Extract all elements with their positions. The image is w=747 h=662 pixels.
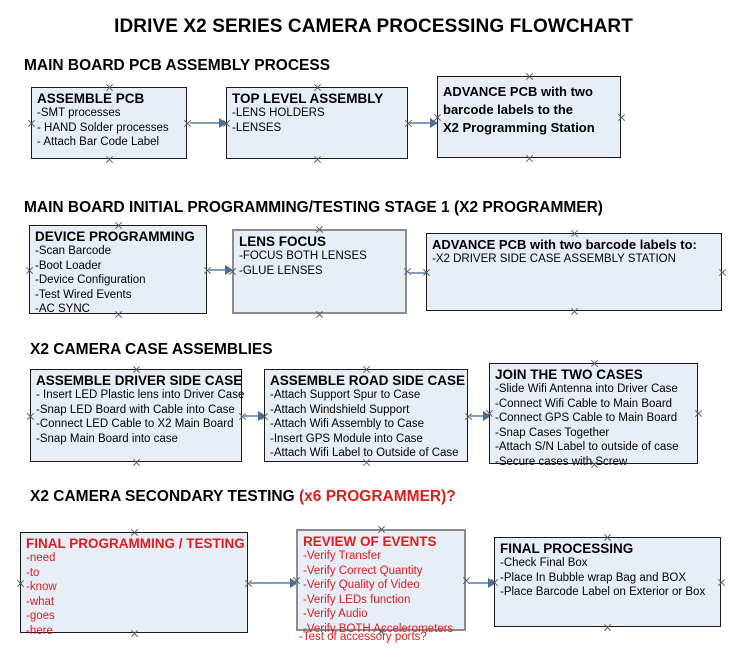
- node-line: -Verify Audio: [303, 608, 368, 620]
- node-top-level-assembly[interactable]: TOP LEVEL ASSEMBLY -LENS HOLDERS -LENSES: [226, 87, 408, 159]
- node-line: -Verify LEDs function: [303, 593, 411, 606]
- section-header-main-board-initial-programming: MAIN BOARD INITIAL PROGRAMMING/TESTING S…: [24, 199, 603, 217]
- section-header-label: X2 CAMERA CASE ASSEMBLIES: [30, 341, 273, 358]
- node-line: -LENS HOLDERS: [232, 107, 325, 119]
- arrow-road-side-case-to-join-the-two-cases: [470, 411, 491, 421]
- arrow-assemble-pcb-to-top-level-assembly: [190, 118, 227, 128]
- section-header-label: MAIN BOARD INITIAL PROGRAMMING/TESTING S…: [24, 199, 603, 216]
- node-line: barcode labels to the: [443, 102, 574, 117]
- node-line: -Secure cases with Screw: [495, 455, 628, 468]
- arrow-shaft: [410, 122, 431, 124]
- node-title: LENS FOCUS: [239, 234, 327, 249]
- section-header-x2-camera-secondary-testing: X2 CAMERA SECONDARY TESTING (x6 PROGRAMM…: [30, 488, 456, 506]
- section-header-accent: (x6 PROGRAMMER)?: [299, 488, 456, 505]
- node-line: -Scan Barcode: [35, 245, 112, 257]
- node-device-programming[interactable]: DEVICE PROGRAMMING -Scan Barcode -Boot L…: [29, 225, 207, 315]
- arrow-driver-side-case-to-road-side-case: [244, 411, 266, 421]
- section-header-label: X2 CAMERA SECONDARY TESTING: [30, 488, 299, 505]
- node-title: REVIEW OF EVENTS: [303, 534, 437, 549]
- node-title: ASSEMBLE DRIVER SIDE CASE: [36, 373, 243, 388]
- arrow-final-programming-to-review-of-events: [250, 578, 298, 588]
- node-advance-pcb-driver-side-case[interactable]: ADVANCE PCB with two barcode labels to: …: [426, 233, 722, 311]
- arrow-shaft: [468, 582, 489, 584]
- node-join-the-two-cases[interactable]: JOIN THE TWO CASES -Slide Wifi Antenna i…: [489, 363, 698, 468]
- node-line: -Slide Wifi Antenna into Driver Case: [495, 383, 678, 395]
- node-review-of-events[interactable]: REVIEW OF EVENTS -Verify Transfer -Verif…: [296, 529, 466, 635]
- node-line: -Connect Wifi Cable to Main Board: [495, 397, 673, 410]
- node-line: -Attach Support Spur to Case: [270, 389, 421, 401]
- node-line: -Snap Main Board into case: [36, 432, 178, 445]
- section-header-x2-camera-case-assemblies: X2 CAMERA CASE ASSEMBLIES: [30, 341, 273, 359]
- section-header-label: MAIN BOARD PCB ASSEMBLY PROCESS: [24, 57, 331, 74]
- node-title: FINAL PROCESSING: [500, 541, 634, 556]
- node-assemble-pcb[interactable]: ASSEMBLE PCB -SMT processes - HAND Solde…: [31, 87, 187, 159]
- node-line: -AC SYNC: [35, 303, 90, 315]
- node-line: -Insert GPS Module into Case: [270, 432, 423, 445]
- node-line: -Attach S/N Label to outside of case: [495, 441, 679, 453]
- node-line: -know: [26, 581, 57, 593]
- node-overflow-line-review-of-events: -Test of accessory ports?: [299, 631, 427, 643]
- arrow-top-level-assembly-to-advance-pcb: [410, 118, 438, 128]
- node-line: -here: [26, 624, 53, 637]
- node-line: -Check Final Box: [500, 557, 588, 569]
- node-line: -Boot Loader: [35, 259, 102, 272]
- node-title: TOP LEVEL ASSEMBLY: [232, 91, 384, 106]
- arrow-review-of-events-to-final-processing: [468, 578, 496, 588]
- node-line: -Attach Wifi Label to Outside of Case: [270, 447, 459, 459]
- node-line: -Verify Correct Quantity: [303, 564, 423, 577]
- arrow-shaft: [244, 415, 259, 417]
- node-line: -Snap LED Board with Cable into Case: [36, 403, 235, 416]
- node-line: ADVANCE PCB with two: [443, 84, 593, 99]
- node-assemble-road-side-case[interactable]: ASSEMBLE ROAD SIDE CASE -Attach Support …: [264, 369, 468, 462]
- node-line: - Insert LED Plastic lens into Driver Ca…: [36, 389, 245, 401]
- arrow-shaft: [470, 415, 484, 417]
- node-title: FINAL PROGRAMMING / TESTING: [26, 536, 245, 551]
- node-line: -Verify Transfer: [303, 550, 381, 562]
- node-final-programming-testing[interactable]: FINAL PROGRAMMING / TESTING -need -to -k…: [20, 532, 248, 637]
- node-line: -Attach Wifi Assembly to Case: [270, 418, 425, 430]
- node-final-processing[interactable]: FINAL PROCESSING -Check Final Box -Place…: [494, 537, 721, 627]
- node-line: X2 Programming Station: [443, 120, 595, 135]
- node-title: ASSEMBLE PCB: [37, 91, 145, 106]
- node-line: -to: [26, 566, 40, 579]
- page-title: IDRIVE X2 SERIES CAMERA PROCESSING FLOWC…: [114, 16, 633, 37]
- node-line: -Attach Windshield Support: [270, 403, 410, 416]
- node-line: -what: [26, 595, 55, 608]
- node-advance-pcb-programming-station[interactable]: ADVANCE PCB with two barcode labels to t…: [437, 76, 621, 158]
- node-line: -Connect LED Cable to X2 Main Board: [36, 418, 234, 430]
- arrow-shaft: [190, 122, 220, 124]
- node-line: -Verify BOTH Accelerometers: [303, 622, 454, 635]
- node-line: -Verify Quality of Video: [303, 579, 420, 591]
- node-line: -GLUE LENSES: [239, 264, 323, 277]
- arrow-shaft: [209, 269, 226, 271]
- node-title: ADVANCE PCB with two barcode labels to:: [432, 237, 697, 252]
- node-line: -FOCUS BOTH LENSES: [239, 250, 367, 262]
- node-title: DEVICE PROGRAMMING: [35, 229, 195, 244]
- node-line: -LENSES: [232, 121, 282, 134]
- arrow-device-programming-to-lens-focus: [209, 265, 233, 275]
- node-line: -Place Barcode Label on Exterior or Box: [500, 586, 706, 598]
- node-line: -SMT processes: [37, 107, 121, 119]
- node-assemble-driver-side-case[interactable]: ASSEMBLE DRIVER SIDE CASE - Insert LED P…: [30, 369, 245, 462]
- node-line: -goes: [26, 610, 55, 622]
- node-lens-focus[interactable]: LENS FOCUS -FOCUS BOTH LENSES -GLUE LENS…: [232, 229, 407, 314]
- section-header-main-board-pcb-assembly: MAIN BOARD PCB ASSEMBLY PROCESS: [24, 57, 330, 75]
- node-line: -Test Wired Events: [35, 288, 132, 301]
- node-title: JOIN THE TWO CASES: [495, 367, 643, 382]
- node-line: -Device Configuration: [35, 274, 146, 286]
- node-line: -X2 DRIVER SIDE CASE ASSEMBLY STATION: [432, 253, 676, 265]
- node-line: -Snap Cases Together: [495, 426, 610, 439]
- node-line: -need: [26, 552, 56, 564]
- node-line: -Place In Bubble wrap Bag and BOX: [500, 571, 687, 584]
- node-line: -Connect GPS Cable to Main Board: [495, 412, 678, 424]
- arrow-shaft: [250, 582, 291, 584]
- node-line: - HAND Solder processes: [37, 121, 169, 134]
- node-title: ASSEMBLE ROAD SIDE CASE: [270, 373, 466, 388]
- node-line: - Attach Bar Code Label: [37, 136, 160, 148]
